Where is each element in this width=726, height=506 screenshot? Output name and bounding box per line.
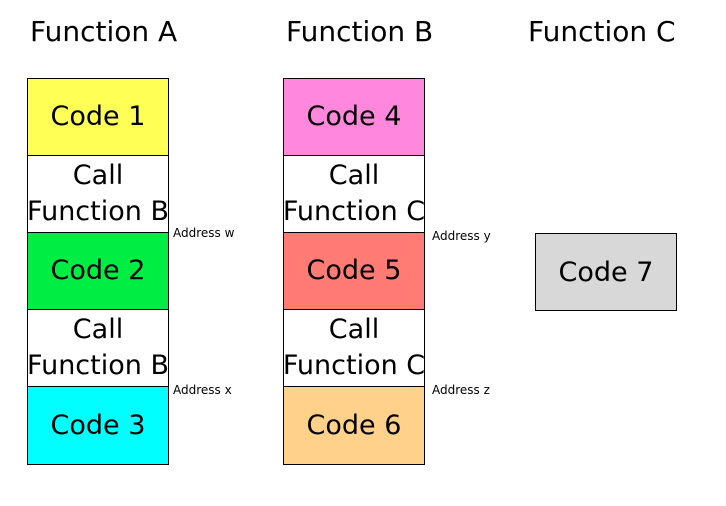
call-label: Call xyxy=(72,314,124,345)
function-b-title: Function B xyxy=(286,15,434,48)
call-target-label: Function C xyxy=(282,196,426,227)
function-a-title: Function A xyxy=(30,15,178,48)
call-function-c-block: Call Function C xyxy=(282,156,426,233)
call-target-label: Function C xyxy=(282,350,426,381)
code-5-block: Code 5 xyxy=(284,233,424,310)
code-2-block: Code 2 xyxy=(28,233,168,310)
call-target-label: Function B xyxy=(27,350,169,381)
code-4-block: Code 4 xyxy=(284,79,424,156)
code-1-block: Code 1 xyxy=(28,79,168,156)
function-c-title: Function C xyxy=(528,15,676,48)
code-6-block: Code 6 xyxy=(284,387,424,464)
address-x-label: Address x xyxy=(173,383,232,397)
address-y-label: Address y xyxy=(432,229,491,243)
call-label: Call xyxy=(72,160,124,191)
code-3-block: Code 3 xyxy=(28,387,168,464)
call-label: Call xyxy=(328,160,380,191)
call-target-label: Function B xyxy=(27,196,169,227)
call-function-c-block: Call Function C xyxy=(282,310,426,387)
address-z-label: Address z xyxy=(432,383,490,397)
address-w-label: Address w xyxy=(173,226,235,240)
function-a-stack: Code 1 Call Function B Code 2 Call Funct… xyxy=(27,78,169,465)
function-b-stack: Code 4 Call Function C Code 5 Call Funct… xyxy=(283,78,425,465)
call-label: Call xyxy=(328,314,380,345)
code-7-block: Code 7 xyxy=(535,233,677,311)
call-function-b-block: Call Function B xyxy=(27,310,169,387)
call-function-b-block: Call Function B xyxy=(27,156,169,233)
